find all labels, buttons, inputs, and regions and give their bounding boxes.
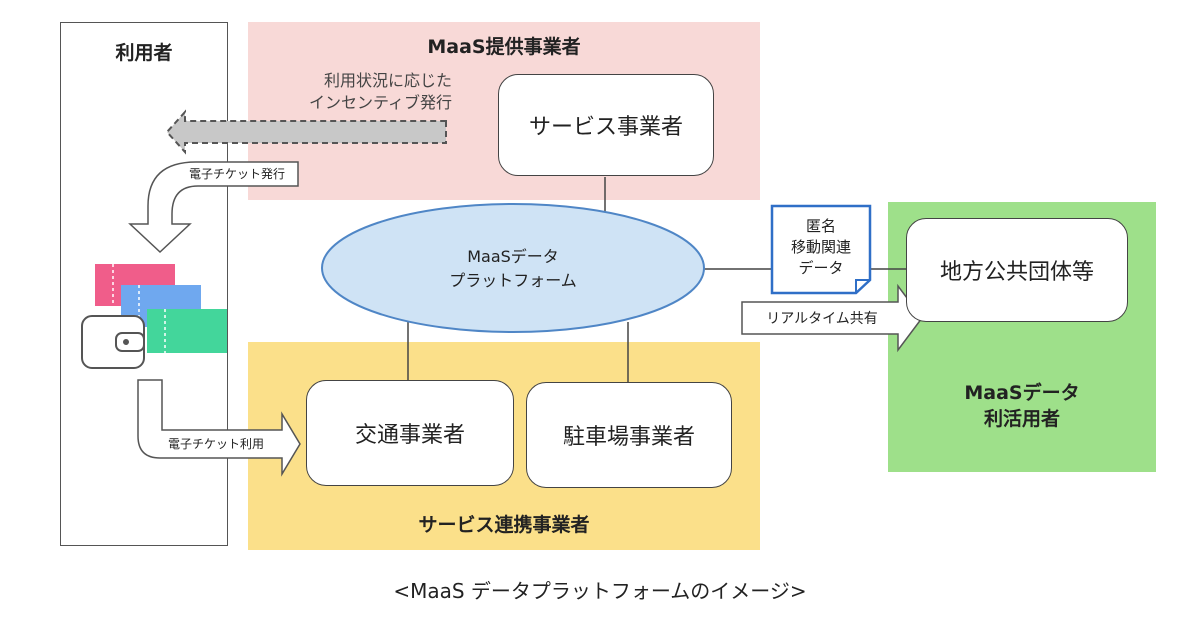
partner-region-label: サービス連携事業者 [418, 513, 590, 536]
service-provider-box: サービス事業者 [498, 74, 714, 176]
platform-ellipse [321, 203, 705, 333]
anon-data-line3: データ [798, 258, 844, 277]
ticket-issue-label: 電子チケット発行 [188, 167, 285, 181]
anon-data-label: 匿名 移動関連 データ [774, 212, 868, 282]
ticket-use-label: 電子チケット利用 [167, 437, 264, 451]
data-user-label-line2: 利活用者 [983, 408, 1060, 430]
anon-data-line1: 匿名 [805, 216, 836, 235]
figure-caption: <MaaS データプラットフォームのイメージ> [393, 578, 807, 603]
realtime-arrow [741, 283, 923, 353]
anon-data-line2: 移動関連 [790, 237, 851, 256]
incentive-line1: 利用状況に応じた [323, 71, 452, 90]
incentive-arrow [165, 109, 447, 155]
incentive-line2: インセンティブ発行 [308, 93, 452, 112]
realtime-label: リアルタイム共有 [766, 311, 878, 327]
ticket-use-arrow [137, 379, 301, 477]
parking-label: 駐車場事業者 [562, 425, 695, 450]
service-provider-label: サービス事業者 [528, 115, 683, 140]
parking-box: 駐車場事業者 [526, 382, 732, 488]
ticket-issue-arrow [128, 161, 299, 254]
transport-label: 交通事業者 [354, 423, 465, 448]
data-user-region-label: MaaSデータ 利活用者 [888, 378, 1156, 434]
provider-region-label: MaaS提供事業者 [427, 35, 581, 58]
platform-line2: プラットフォーム [449, 271, 577, 290]
wallet-icon [81, 315, 145, 369]
platform-label: MaaSデータ プラットフォーム [420, 244, 606, 294]
local-gov-label: 地方公共団体等 [939, 260, 1094, 285]
user-label: 利用者 [115, 41, 173, 64]
transport-box: 交通事業者 [306, 380, 514, 486]
incentive-label: 利用状況に応じた インセンティブ発行 [292, 70, 452, 114]
anon-data-document-icon [770, 204, 872, 295]
data-user-label-line1: MaaSデータ [964, 382, 1080, 404]
platform-line1: MaaSデータ [467, 247, 559, 266]
local-gov-box: 地方公共団体等 [906, 218, 1128, 322]
ticket-green-icon [147, 309, 227, 353]
